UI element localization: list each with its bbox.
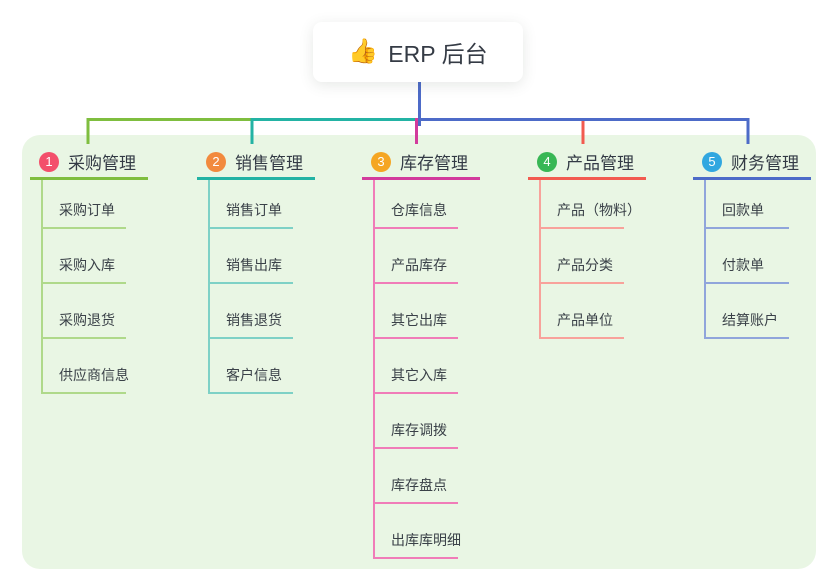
- node-stock-taking[interactable]: 库存盘点: [375, 449, 458, 504]
- node-product-material[interactable]: 产品（物料）: [541, 180, 641, 229]
- branch-inventory-children: 仓库信息 产品库存 其它出库 其它入库 库存调拨 库存盘点 出库库明细: [373, 180, 461, 559]
- branch-purchase: 1 采购管理 采购订单 采购入库 采购退货 供应商信息: [30, 148, 148, 394]
- branch-number-badge: 3: [371, 151, 391, 172]
- node-purchase-return[interactable]: 采购退货: [43, 284, 126, 339]
- branch-label: 销售管理: [235, 154, 303, 173]
- branch-sales-header[interactable]: 2 销售管理: [197, 148, 315, 180]
- branch-label: 采购管理: [68, 154, 136, 173]
- branch-inventory: 3 库存管理 仓库信息 产品库存 其它出库 其它入库 库存调拨 库存盘点 出库库…: [362, 148, 480, 559]
- branch-product-children: 产品（物料） 产品分类 产品单位: [539, 180, 641, 339]
- node-other-inbound[interactable]: 其它入库: [375, 339, 458, 394]
- branch-number-badge: 1: [39, 151, 59, 172]
- node-other-outbound[interactable]: 其它出库: [375, 284, 458, 339]
- branch-product: 4 产品管理 产品（物料） 产品分类 产品单位: [528, 148, 646, 339]
- branch-number-badge: 4: [537, 151, 557, 172]
- node-sales-order[interactable]: 销售订单: [210, 180, 293, 229]
- mindmap-background-panel: [22, 135, 816, 569]
- node-stock-transfer[interactable]: 库存调拨: [375, 394, 458, 449]
- branch-finance: 5 财务管理 回款单 付款单 结算账户: [693, 148, 811, 339]
- node-product-stock[interactable]: 产品库存: [375, 229, 458, 284]
- node-sales-return[interactable]: 销售退货: [210, 284, 293, 339]
- node-warehouse-info[interactable]: 仓库信息: [375, 180, 458, 229]
- branch-number-badge: 2: [206, 151, 226, 172]
- node-inout-detail[interactable]: 出库库明细: [375, 504, 461, 559]
- node-purchase-inbound[interactable]: 采购入库: [43, 229, 126, 284]
- branch-sales: 2 销售管理 销售订单 销售出库 销售退货 客户信息: [197, 148, 315, 394]
- node-product-category[interactable]: 产品分类: [541, 229, 624, 284]
- node-purchase-order[interactable]: 采购订单: [43, 180, 126, 229]
- node-sales-outbound[interactable]: 销售出库: [210, 229, 293, 284]
- node-receipt-doc[interactable]: 回款单: [706, 180, 789, 229]
- branch-label: 产品管理: [566, 154, 634, 173]
- branch-sales-children: 销售订单 销售出库 销售退货 客户信息: [208, 180, 293, 394]
- branch-finance-children: 回款单 付款单 结算账户: [704, 180, 789, 339]
- branch-finance-header[interactable]: 5 财务管理: [693, 148, 811, 180]
- branch-product-header[interactable]: 4 产品管理: [528, 148, 646, 180]
- branch-label: 库存管理: [400, 154, 468, 173]
- node-settlement-account[interactable]: 结算账户: [706, 284, 789, 339]
- root-node-label: ERP 后台: [388, 41, 488, 67]
- node-supplier-info[interactable]: 供应商信息: [43, 339, 129, 394]
- branch-inventory-header[interactable]: 3 库存管理: [362, 148, 480, 180]
- thumbs-up-icon: 👍: [348, 38, 379, 65]
- branch-label: 财务管理: [731, 154, 799, 173]
- branch-purchase-header[interactable]: 1 采购管理: [30, 148, 148, 180]
- node-product-unit[interactable]: 产品单位: [541, 284, 624, 339]
- branch-purchase-children: 采购订单 采购入库 采购退货 供应商信息: [41, 180, 129, 394]
- node-customer-info[interactable]: 客户信息: [210, 339, 293, 394]
- branch-number-badge: 5: [702, 151, 722, 172]
- node-payment-doc[interactable]: 付款单: [706, 229, 789, 284]
- root-node-erp[interactable]: 👍 ERP 后台: [313, 22, 523, 82]
